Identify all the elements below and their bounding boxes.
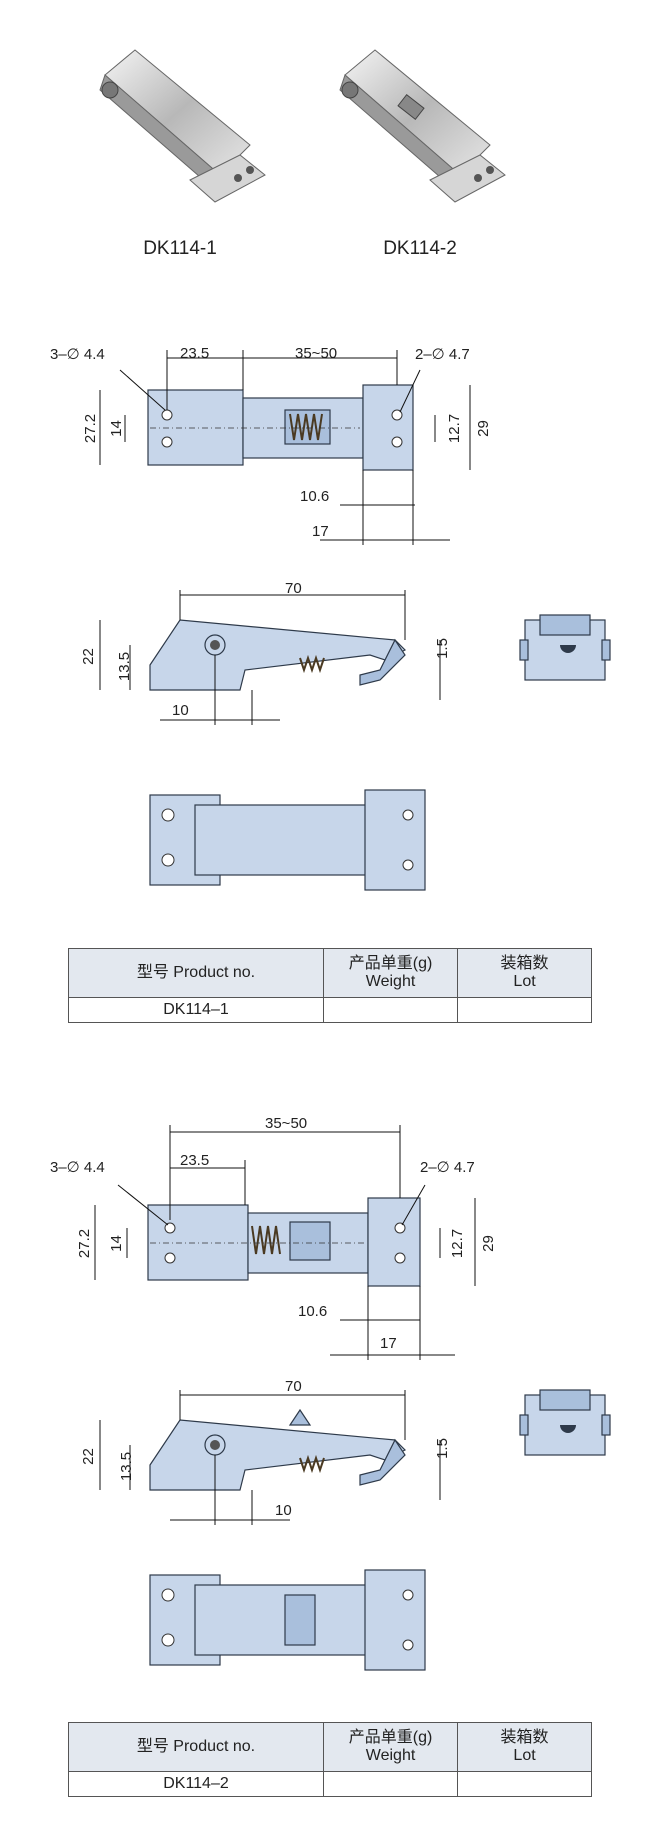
dim-70: 70 [285,1378,302,1395]
dim-holes-right: 2–∅ 4.7 [415,346,470,363]
drawing2-end-view [519,1385,611,1465]
latch-photo-2-icon [339,49,506,203]
dim-29: 29 [474,420,492,437]
dim-holes-left: 3–∅ 4.4 [50,1159,105,1176]
dim-1-5: 1.5 [433,638,451,659]
latch-photo-1-icon [99,49,266,203]
dim-17: 17 [380,1335,397,1352]
dim-13-5: 13.5 [118,1451,136,1482]
dim-27-2: 27.2 [82,413,100,444]
dim-35-50: 35~50 [265,1115,308,1132]
drawing1-bottom-view [149,789,430,891]
header-weight: 产品单重(g)Weight [322,948,459,998]
cell-weight [322,997,459,1023]
drawing2-bottom-view [149,1569,430,1671]
drawing1-end-view [519,610,611,690]
product-photo-dk114-2 [330,40,510,230]
drawing2-top-view: 35~50 3–∅ 4.4 23.5 2–∅ 4.7 27.2 14 12.7 … [0,1110,650,1360]
cell-product: DK114–2 [68,1771,324,1797]
dim-27-2: 27.2 [76,1228,94,1259]
dim-23-5: 23.5 [180,345,210,362]
cell-lot [457,997,592,1023]
dim-12-7: 12.7 [446,413,464,444]
header-product: 型号 Product no. [68,948,324,998]
dim-70: 70 [285,580,302,597]
dim-22: 22 [79,1448,97,1465]
dim-14: 14 [107,1235,125,1252]
cell-lot [457,1771,592,1797]
drawing1-side-view: 70 22 13.5 1.5 10 [0,580,650,730]
dim-12-7: 12.7 [449,1228,467,1259]
dim-10-6: 10.6 [298,1303,328,1320]
dim-14: 14 [107,420,125,437]
product-photo-dk114-1 [90,40,270,230]
dim-13-5: 13.5 [116,651,134,682]
dim-29: 29 [479,1235,497,1252]
dim-23-5: 23.5 [180,1152,210,1169]
drawing2-side-view: 70 22 13.5 1.5 10 [0,1370,650,1530]
dim-10-6: 10.6 [300,488,330,505]
product-label-1: DK114-1 [143,238,217,259]
dim-1-5: 1.5 [433,1438,451,1459]
dim-17: 17 [312,523,329,540]
cell-product: DK114–1 [68,997,324,1023]
dim-35-50: 35~50 [295,345,338,362]
product-label-2: DK114-2 [383,238,457,259]
dim-10: 10 [275,1502,292,1519]
drawing1-top-view: 3–∅ 4.4 23.5 35~50 2–∅ 4.7 27.2 14 12.7 … [0,330,650,560]
cell-weight [322,1771,459,1797]
dim-holes-right: 2–∅ 4.7 [420,1159,475,1176]
dim-holes-left: 3–∅ 4.4 [50,346,105,363]
dim-22: 22 [79,648,97,665]
dim-10: 10 [172,702,189,719]
header-weight: 产品单重(g)Weight [322,1722,459,1772]
header-product: 型号 Product no. [68,1722,324,1772]
